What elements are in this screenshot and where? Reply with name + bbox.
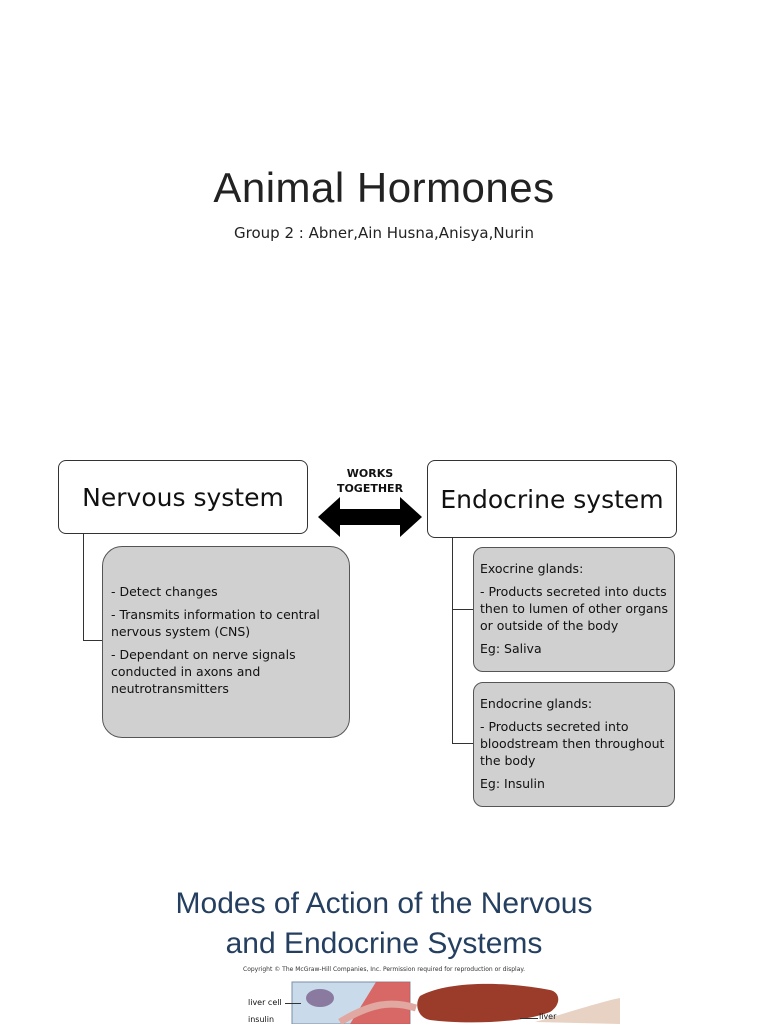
connector-line [452, 609, 474, 610]
nervous-system-box: Nervous system [58, 460, 308, 534]
nervous-system-label: Nervous system [82, 482, 284, 512]
figure-label-liver-cell: liver cell [248, 998, 282, 1007]
exocrine-example: Eg: Saliva [480, 641, 542, 656]
endocrine-heading: Endocrine glands: [480, 696, 593, 711]
leader-line [520, 1018, 538, 1019]
leader-line [285, 1003, 301, 1004]
exocrine-glands-box: Exocrine glands: - Products secreted int… [473, 547, 675, 672]
double-arrow-icon [318, 497, 422, 537]
nervous-point: - Transmits information to central nervo… [111, 607, 320, 639]
connector-line [83, 640, 103, 641]
section-heading: Modes of Action of the Nervous and Endoc… [0, 884, 768, 964]
slide-title: Animal Hormones [213, 164, 555, 211]
figure-label-insulin: insulin [248, 1015, 275, 1024]
section-heading-line1: Modes of Action of the Nervous [175, 887, 593, 920]
connector-line [452, 538, 453, 744]
nervous-point: - Detect changes [111, 584, 218, 599]
exocrine-point: - Products secreted into ducts then to l… [480, 584, 668, 633]
slide-subtitle: Group 2 : Abner,Ain Husna,Anisya,Nurin [234, 224, 534, 242]
nervous-point: - Dependant on nerve signals conducted i… [111, 647, 296, 696]
figure-label-liver: liver [539, 1012, 557, 1021]
endocrine-system-label: Endocrine system [440, 484, 664, 514]
nervous-detail-box: - Detect changes - Transmits information… [102, 546, 350, 738]
section-heading-line2: and Endocrine Systems [225, 927, 543, 960]
connector-line [452, 743, 474, 744]
works-label-line2: TOGETHER [336, 482, 404, 495]
connector-line [83, 534, 84, 641]
liver-figure [291, 981, 620, 1024]
works-together-label: WORKS TOGETHER [328, 466, 412, 496]
endocrine-glands-box: Endocrine glands: - Products secreted in… [473, 682, 675, 807]
works-label-line1: WORKS [346, 467, 394, 480]
exocrine-heading: Exocrine glands: [480, 561, 584, 576]
endocrine-system-box: Endocrine system [427, 460, 677, 538]
endocrine-point: - Products secreted into bloodstream the… [480, 719, 665, 768]
copyright-notice: Copyright © The McGraw-Hill Companies, I… [243, 966, 525, 973]
endocrine-example: Eg: Insulin [480, 776, 545, 791]
